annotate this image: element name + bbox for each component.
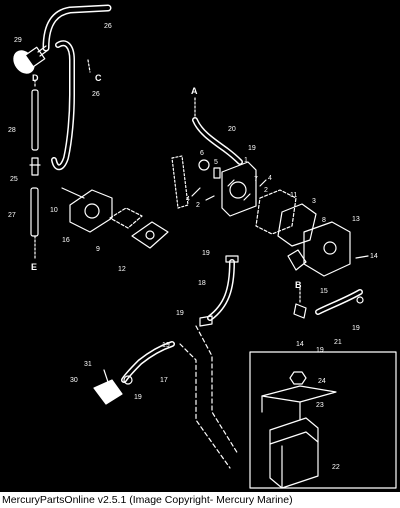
- label-7: 7: [254, 176, 258, 183]
- gasket-9: [109, 207, 143, 229]
- fuel-pump-body-7: [221, 161, 257, 217]
- label-4a: 4: [186, 196, 190, 203]
- o-ring-6: [198, 159, 210, 171]
- connection-letter-e: E: [31, 262, 37, 272]
- label-19-g: 19: [134, 394, 142, 401]
- label-8: 8: [322, 217, 326, 224]
- fuel-hose-27: [30, 187, 39, 237]
- fuel-system-exploded-diagram: 26 26 29 28 25 27 10 16 9 12 20 19 1 6 5…: [8, 4, 397, 489]
- label-19-c: 19: [176, 310, 184, 317]
- gasket-12: [131, 221, 169, 249]
- label-18: 18: [198, 280, 206, 287]
- label-16: 16: [62, 237, 70, 244]
- label-19-d: 19: [162, 342, 170, 349]
- pump-cover-13: [303, 221, 351, 277]
- label-19-f: 19: [352, 325, 360, 332]
- fitting-5: [213, 167, 221, 179]
- fuel-hose-28: [31, 89, 39, 151]
- label-2: 2: [196, 202, 200, 209]
- label-14b: 14: [296, 341, 304, 348]
- label-4b: 4: [268, 175, 272, 182]
- label-21: 21: [334, 339, 342, 346]
- label-29: 29: [14, 37, 22, 44]
- label-23: 23: [316, 402, 324, 409]
- clamp-19-top: [225, 255, 239, 263]
- label-10: 10: [50, 207, 58, 214]
- diaphragm-8: [277, 203, 317, 247]
- part-labels: 26 26 29 28 25 27 10 16 9 12 20 19 1 6 5…: [8, 23, 378, 471]
- label-25: 25: [10, 176, 18, 183]
- label-27: 27: [8, 212, 16, 219]
- fuel-hose-26-lower-inner: [52, 41, 74, 169]
- label-31: 31: [84, 361, 92, 368]
- washer-2: [205, 195, 215, 201]
- hose-end-c: [87, 59, 91, 73]
- label-9: 9: [96, 246, 100, 253]
- nut-24: [289, 371, 307, 385]
- label-28: 28: [8, 127, 16, 134]
- label-12: 12: [118, 266, 126, 273]
- fuel-hose-26-upper: [42, 4, 112, 52]
- fuel-hose-26-upper-inner: [44, 6, 110, 50]
- label-26b: 26: [92, 91, 100, 98]
- label-5: 5: [214, 159, 218, 166]
- connection-letter-c: C: [95, 73, 102, 83]
- label-22: 22: [332, 464, 340, 471]
- clamp-19-right: [356, 296, 364, 304]
- label-1: 1: [244, 157, 248, 164]
- label-30: 30: [70, 377, 78, 384]
- label-20: 20: [228, 126, 236, 133]
- label-2b: 2: [264, 187, 268, 194]
- fitting-14: [293, 303, 307, 319]
- label-13: 13: [352, 216, 360, 223]
- label-19-b: 19: [202, 250, 210, 257]
- screw-4-left: [191, 187, 201, 197]
- fuel-valve-30: [93, 369, 123, 405]
- clamp-19-bottom: [123, 375, 133, 385]
- label-15: 15: [320, 288, 328, 295]
- label-26a: 26: [104, 23, 112, 30]
- filter-bracket-23: [261, 385, 337, 421]
- label-24: 24: [318, 378, 326, 385]
- label-3: 3: [312, 198, 316, 205]
- connection-letter-b: B: [295, 280, 302, 290]
- fuel-hose-17: [121, 341, 175, 383]
- fitting-15: [287, 249, 369, 271]
- pump-adapter-16: [61, 187, 113, 233]
- label-14a: 14: [370, 253, 378, 260]
- copyright-footer: MercuryPartsOnline v2.5.1 (Image Copyrig…: [0, 492, 400, 508]
- label-6: 6: [200, 150, 204, 157]
- filter-box-outline: [249, 351, 397, 489]
- fitting-25: [29, 157, 41, 176]
- connection-letter-d: D: [32, 73, 39, 83]
- label-17: 17: [160, 377, 168, 384]
- connection-letter-a: A: [191, 86, 198, 96]
- inline-filter-29: [13, 45, 49, 74]
- fuel-filter-22: [269, 417, 319, 489]
- screw-4-right: [259, 179, 267, 187]
- gasket-11: [255, 189, 297, 235]
- clamp-19-mid: [199, 315, 213, 327]
- footer-caption: MercuryPartsOnline v2.5.1 (Image Copyrig…: [2, 494, 293, 506]
- label-19-a: 19: [248, 145, 256, 152]
- label-11: 11: [290, 192, 297, 199]
- label-19-e: 19: [316, 347, 324, 354]
